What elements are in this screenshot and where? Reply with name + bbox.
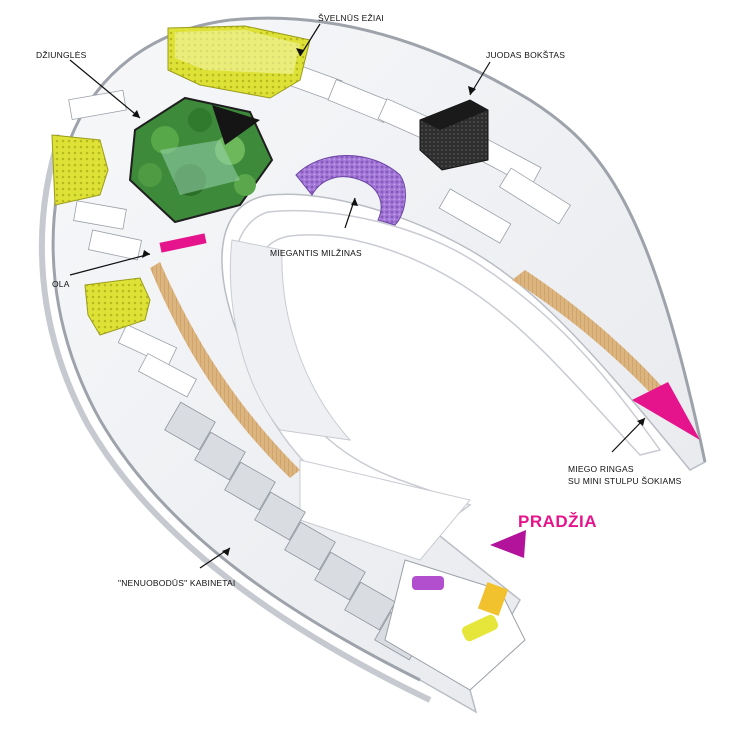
label-miego-ringas-1: MIEGO RINGAS (568, 464, 634, 474)
office-row (164, 401, 426, 661)
inner-void (231, 209, 662, 546)
label-ola: OLA (52, 279, 70, 289)
label-dziungles: DŽIUNGLĖS (36, 50, 87, 60)
magenta-marker (159, 233, 207, 253)
juodas-bokstas-tower (419, 99, 489, 171)
lobby-sofa-purple (412, 576, 444, 590)
pradzia-arrow (490, 530, 526, 558)
label-miegantis-milzinas: MIEGANTIS MILŽINAS (270, 248, 362, 258)
black-prism (212, 105, 260, 145)
lobby-sofa-yellow (461, 614, 499, 642)
label-juodas-bokstas: JUODAS BOKŠTAS (486, 50, 566, 60)
label-nenuobodus-kabinetai: "NENUOBODŪS" KABINETAI (118, 578, 236, 588)
leader-lines (69, 23, 646, 569)
miego-ringas (632, 382, 700, 440)
corridor-segment (299, 459, 471, 561)
miegantis-milzinas (295, 155, 406, 226)
wood-wall-left (150, 262, 300, 478)
inner-ramp (229, 239, 352, 441)
wood-wall-right (512, 270, 665, 398)
yellow-pod-left-top (51, 134, 109, 206)
label-pradzia: PRADŽIA (518, 512, 598, 531)
label-svelnus-eziai: ŠVELNŪS EŽIAI (318, 13, 384, 23)
entrance-lobby (384, 559, 526, 691)
label-miego-ringas-2: SU MINI STULPU ŠOKIAMS (568, 476, 682, 486)
ola-pod (84, 277, 151, 336)
